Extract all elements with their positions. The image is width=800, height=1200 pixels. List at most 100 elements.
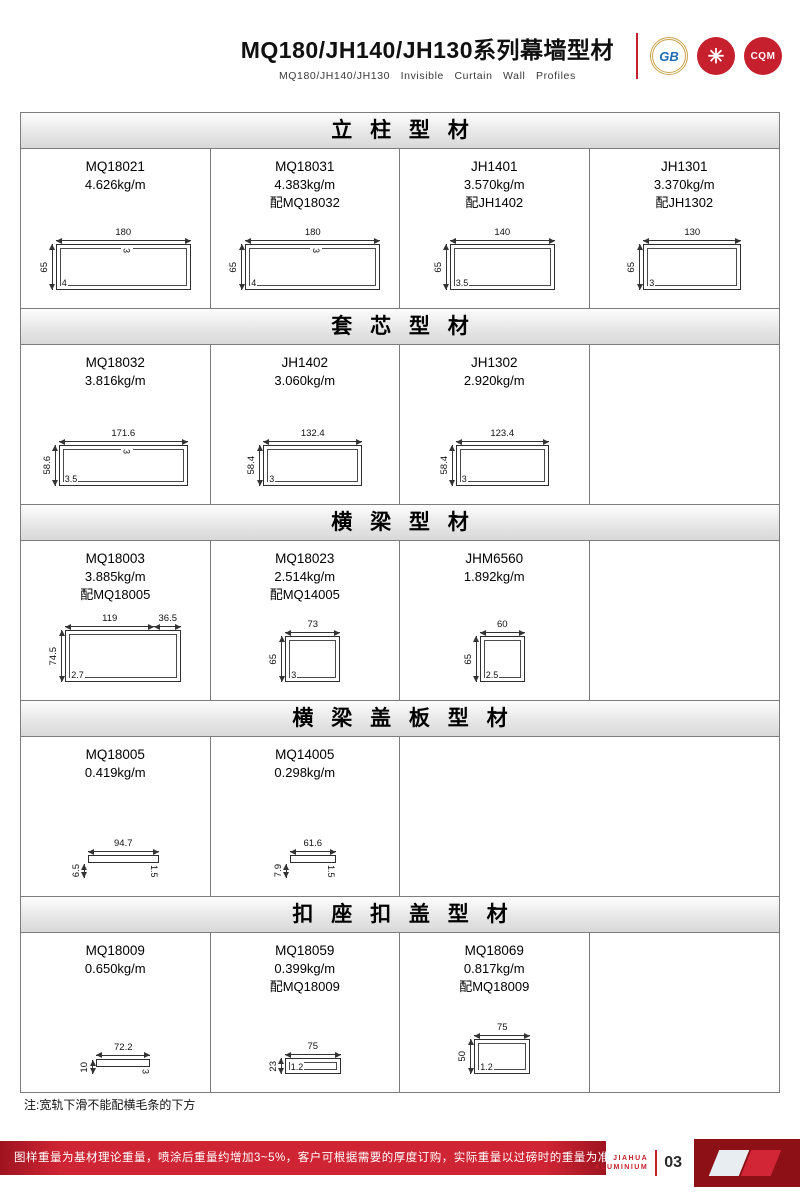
empty-cell <box>400 737 779 896</box>
height-dim-label: 65 <box>228 261 240 273</box>
profile-outline: 1.2 <box>284 1058 341 1074</box>
height-dimension: 65 <box>38 244 56 290</box>
cert-logos: GB✳CQM <box>650 37 782 75</box>
thickness-dim-label: 1.5 <box>148 865 159 878</box>
page-title: MQ180/JH140/JH130系列幕墙型材 <box>240 36 614 63</box>
empty-cell <box>590 345 780 504</box>
empty-cell <box>590 933 780 1092</box>
width-dimensions: 73 <box>285 619 341 636</box>
section-row: MQ18005 0.419kg/m 6.5 94.7 1.5 MQ14005 0.298kg… <box>21 737 779 897</box>
width-dim-label: 36.5 <box>158 613 178 624</box>
profile-match: 配MQ18005 <box>80 586 151 602</box>
profile-weight: 0.419kg/m <box>84 765 146 781</box>
height-dimension: 23 <box>267 1058 285 1074</box>
width-dim-label: 60 <box>496 619 508 630</box>
profile-outline: 3 <box>263 445 363 486</box>
section-title: 套 芯 型 材 <box>21 309 779 345</box>
profile-weight: 3.060kg/m <box>274 373 336 389</box>
profile-model: MQ18023 <box>275 551 335 566</box>
profile-inner-wall <box>483 640 521 678</box>
thickness-dim-label: 1.5 <box>325 865 336 878</box>
thickness-dim-label: 4 <box>60 278 68 288</box>
height-dim-label: 65 <box>38 261 50 273</box>
height-dim-label: 7.9 <box>272 864 284 878</box>
width-dimensions: 72.2 <box>96 1041 151 1059</box>
width-dimension: 72.2 <box>96 1041 151 1059</box>
profile-weight: 3.570kg/m <box>463 177 525 193</box>
profile-model: MQ14005 <box>275 747 335 762</box>
profile-weight: 4.626kg/m <box>84 177 146 193</box>
profile-inner-wall <box>288 1062 337 1070</box>
height-dimension: 6.5 <box>70 864 88 878</box>
profile-model: MQ18005 <box>85 747 145 762</box>
profile-weight: 1.892kg/m <box>463 569 525 585</box>
width-dimension: 132.4 <box>263 428 363 445</box>
thickness-dim-label: 3 <box>140 1068 151 1074</box>
height-dimension: 7.9 <box>272 864 290 878</box>
width-dim-label: 140 <box>494 227 511 238</box>
thickness-dim-label: 3.5 <box>63 474 79 484</box>
height-dim-label: 6.5 <box>70 864 82 878</box>
section-title: 横 梁 型 材 <box>21 505 779 541</box>
profile-outline <box>96 1058 151 1067</box>
width-dimensions: 140 <box>449 227 555 244</box>
profile-model: MQ18032 <box>85 355 145 370</box>
profile-outline: 3 <box>285 636 341 682</box>
width-dim-label: 72.2 <box>114 1041 133 1053</box>
height-dimension: 65 <box>626 244 643 290</box>
profile-inner-wall <box>453 248 551 286</box>
brand-line1: JIAHUA <box>613 1154 649 1162</box>
profile-weight: 0.298kg/m <box>274 765 336 781</box>
profile-model: MQ18059 <box>275 943 335 958</box>
brand-text: JIAHUA ALUMINIUM <box>595 1154 649 1172</box>
width-dimension: 60 <box>479 619 525 636</box>
thickness-dim-label: 2.7 <box>70 670 85 680</box>
empty-cell <box>590 541 780 700</box>
height-dimension: 50 <box>457 1039 474 1074</box>
profile-model: MQ18069 <box>464 943 524 958</box>
profile-weight: 2.514kg/m <box>274 569 336 585</box>
thickness-dim-label: 3.5 <box>454 278 470 288</box>
width-dim-label: 132.4 <box>300 428 325 439</box>
width-dimension: 180 <box>245 227 381 244</box>
width-dimension: 123.4 <box>455 428 549 445</box>
thickness-dim-label: 3 <box>310 248 323 254</box>
header-divider <box>636 33 638 79</box>
profile-model: JH1302 <box>470 355 518 370</box>
profile-cell-mq18005: MQ18005 0.419kg/m 6.5 94.7 1.5 <box>21 737 211 896</box>
width-dimension: 130 <box>643 227 742 244</box>
width-dimension: 36.5 <box>154 613 182 630</box>
section-title: 立 柱 型 材 <box>21 113 779 149</box>
height-dim-label: 23 <box>267 1060 279 1072</box>
height-dimension: 65 <box>228 244 245 290</box>
jiahua-logo-icon <box>694 1139 800 1187</box>
profile-match: 配MQ18009 <box>269 978 340 994</box>
title-block: MQ180/JH140/JH130系列幕墙型材 MQ180/JH140/JH13… <box>241 31 614 82</box>
height-dimension: 65 <box>268 636 285 682</box>
width-dim-label: 73 <box>307 619 319 630</box>
width-dimensions: 94.7 <box>87 838 159 855</box>
width-dimensions: 130 <box>643 227 742 244</box>
profile-weight: 2.920kg/m <box>463 373 525 389</box>
footer-brand-block: JIAHUA ALUMINIUM 03 <box>595 1139 800 1187</box>
profile-outline: 3.5 <box>449 244 555 290</box>
height-dimension: 74.5 <box>48 630 65 682</box>
profile-outline <box>87 855 159 864</box>
thickness-dim-label: 3 <box>120 248 133 254</box>
